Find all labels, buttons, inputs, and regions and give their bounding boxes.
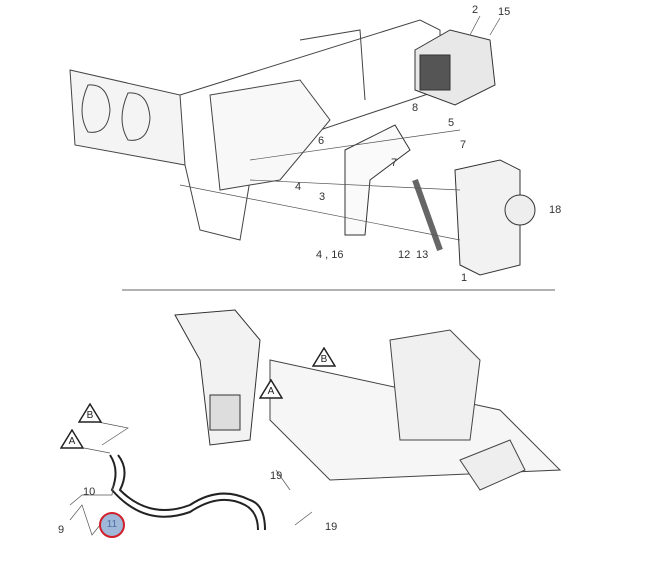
marker-label: A — [267, 386, 275, 397]
marker-label: A — [68, 436, 76, 447]
callout-4[interactable]: 4 — [295, 181, 302, 193]
callout-3[interactable]: 3 — [319, 191, 326, 203]
callout-4-16[interactable]: 4 , 16 — [316, 249, 344, 261]
reference-marker-b-icon — [78, 403, 102, 423]
callout-10[interactable]: 10 — [83, 486, 96, 498]
chassis-frame-top — [69, 19, 441, 241]
steering-gear-bottom — [174, 309, 261, 446]
steering-gear-top — [412, 159, 536, 276]
callout-15[interactable]: 15 — [498, 6, 511, 18]
callout-18[interactable]: 18 — [549, 204, 562, 216]
reference-marker-a2-icon — [259, 379, 283, 399]
reference-marker-a2: A — [259, 379, 283, 399]
reference-marker-b2-icon — [312, 347, 336, 367]
callout-6[interactable]: 6 — [318, 135, 325, 147]
callout-7b[interactable]: 7 — [391, 157, 398, 169]
callout-2[interactable]: 2 — [472, 4, 479, 16]
reference-marker-b2: B — [312, 347, 336, 367]
callout-1[interactable]: 1 — [461, 272, 468, 284]
reference-marker-a-icon — [60, 429, 84, 449]
callout-9[interactable]: 9 — [58, 524, 65, 536]
highlighted-callout-11[interactable]: 11 — [99, 512, 125, 538]
callout-19b[interactable]: 19 — [325, 521, 338, 533]
bracket-top — [344, 124, 411, 236]
marker-label: B — [86, 410, 94, 421]
chassis-frame-bottom — [269, 329, 562, 491]
callout-8[interactable]: 8 — [412, 102, 419, 114]
callout-7[interactable]: 7 — [460, 139, 467, 151]
callout-12[interactable]: 12 — [398, 249, 411, 261]
reference-marker-b: B — [78, 403, 102, 423]
leader-lines-bottom — [69, 421, 313, 536]
callout-5[interactable]: 5 — [448, 117, 455, 129]
steering-pump-top — [414, 29, 496, 106]
reference-marker-a: A — [60, 429, 84, 449]
callout-13[interactable]: 13 — [416, 249, 429, 261]
callout-19[interactable]: 19 — [270, 470, 283, 482]
leader-lines-top — [179, 15, 501, 241]
marker-label: B — [320, 354, 328, 365]
hose-assembly — [109, 454, 266, 531]
